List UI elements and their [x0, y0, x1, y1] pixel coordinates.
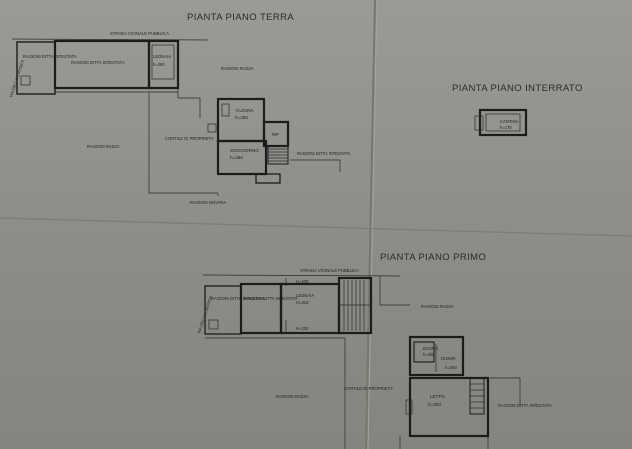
- ground-cucina-fixture: [221, 103, 230, 117]
- ground-legnaia: [147, 39, 180, 90]
- ground-soggiorno: [216, 139, 268, 176]
- ground-razza-left: RAGIONI RAZZA: [87, 144, 120, 149]
- ground-novara: RAGIONI NOVARA: [190, 200, 226, 205]
- first-disimp-label: DISIMP.: [441, 356, 456, 361]
- ground-cucina: [216, 97, 266, 143]
- first-boundary-c: [490, 377, 521, 405]
- first-legnaia-label: LEGNAIA: [296, 293, 314, 298]
- ground-cortile: CORTILE DI PROPRIETA': [165, 136, 214, 141]
- ground-cucina-h: h=250: [235, 115, 248, 120]
- ground-step-out: [255, 173, 281, 184]
- fold-crease-horizontal: [0, 217, 632, 237]
- first-bagno: [413, 341, 435, 363]
- first-disimp-h: h=250: [445, 365, 457, 370]
- first-h-bottom: H=230: [296, 326, 309, 331]
- ground-legnaia-label: LEGNAIA: [153, 54, 171, 59]
- first-letto-h: h=250: [428, 402, 441, 407]
- ground-ditta-left: RAGIONI DITTA INTESTATA: [23, 54, 77, 59]
- ground-road-line: [11, 38, 209, 41]
- first-ditta-b: RAGIONI DITTA INTESTATA: [244, 296, 298, 301]
- ground-boundary-c: [290, 159, 341, 172]
- ground-boundary-b: [148, 92, 218, 194]
- ground-ditta-mid: RAGIONI DITTA INTESTATA: [71, 60, 125, 65]
- basement-cantina: [478, 108, 528, 137]
- basement-cantina-inner: [485, 113, 521, 132]
- first-letto: [408, 376, 490, 438]
- first-razza-right: RAGIONI RAZZA: [421, 304, 454, 309]
- first-letto-label: LETTO: [430, 394, 445, 399]
- first-floor-title: PIANTA PIANO PRIMO: [380, 252, 486, 263]
- ground-window-left: [207, 123, 217, 133]
- first-annex-left: [204, 285, 242, 335]
- first-bagno-h: h=250: [423, 352, 435, 357]
- basement-title: PIANTA PIANO INTERRATO: [452, 83, 583, 94]
- first-side-stairs: [469, 377, 485, 415]
- first-bagno-label: BAGNO: [423, 346, 439, 351]
- ground-boundary-a: [178, 97, 201, 118]
- ground-legnaia-h: h=260: [153, 62, 165, 67]
- ground-rip-label: RIP: [272, 132, 279, 137]
- ground-stairs: [267, 145, 289, 165]
- ground-floor-title: PIANTA PIANO TERRA: [187, 12, 294, 23]
- ground-razza-top: RAGIONI RAZZA: [221, 66, 254, 71]
- first-stairs: [337, 276, 373, 335]
- first-annex-square: [208, 319, 219, 330]
- basement-cantina-h: h=175: [500, 125, 512, 130]
- first-road-line: [202, 274, 401, 277]
- basement-stair: [474, 115, 484, 131]
- ground-legnaia-inner: [151, 44, 175, 80]
- ground-soggiorno-h: h=250: [230, 155, 243, 160]
- first-legnaia-h: H=310: [296, 300, 309, 305]
- ground-road-label: STRADA VICINALE PUBBLICA: [110, 31, 169, 36]
- first-razza-left: RAGIONI RAZZA: [276, 394, 309, 399]
- ground-cucina-label: CUCINA: [236, 108, 255, 113]
- first-ditta-a: RAGIONI DITTA INTESTATA: [211, 296, 265, 301]
- first-h-top: H=230: [296, 279, 309, 284]
- ground-annex-square: [20, 75, 31, 86]
- fold-crease-vertical: [365, 0, 376, 449]
- first-ditta-right: RAGIONI DITTA INTESTATA: [498, 403, 552, 408]
- first-house-upper: [408, 335, 465, 377]
- first-road-label: STRADA VICINALE PUBBLICA: [300, 268, 359, 273]
- basement-cantina-label: CANTINA: [500, 119, 519, 124]
- fold-crease-vertical-2: [367, 0, 378, 449]
- first-ditta-block: [239, 282, 283, 335]
- first-legnaia: [279, 282, 341, 335]
- ground-soggiorno-label: SOGGIORNO: [230, 148, 259, 153]
- ground-ditta-right: RAGIONI DITTA INTESTATA: [297, 151, 351, 156]
- first-cortile: CORTILE DI PROPRIETA': [344, 386, 393, 391]
- first-letto-window: [405, 399, 413, 415]
- first-boundary-b: [379, 276, 410, 306]
